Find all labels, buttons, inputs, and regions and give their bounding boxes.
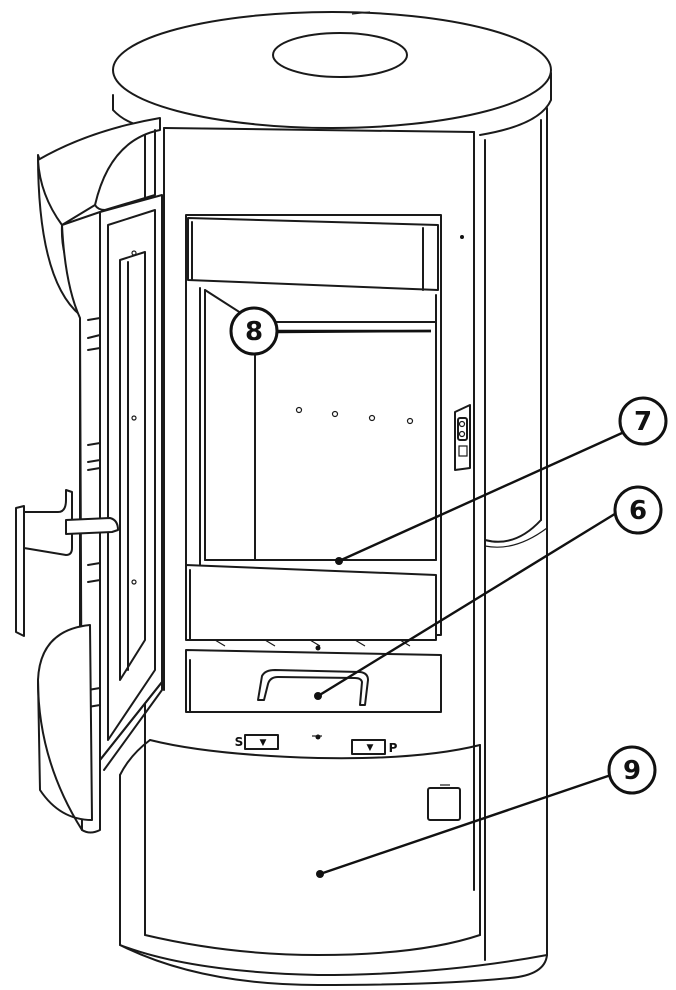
door-handle[interactable] — [15, 505, 25, 637]
flue-outlet — [272, 32, 408, 78]
door-glass-frame — [99, 194, 163, 761]
air-controls: S ▼ P ▼ — [235, 734, 398, 755]
chevron-down-icon: ▼ — [367, 743, 374, 753]
callout-8: 8 — [229, 306, 279, 356]
ash-lip — [185, 564, 437, 641]
storage-compartment — [119, 739, 548, 986]
callout-6: 6 — [613, 485, 663, 535]
stove-body — [112, 11, 552, 979]
baffle-plate — [187, 217, 439, 291]
control-p-label: P — [389, 741, 398, 755]
control-p[interactable] — [351, 739, 386, 755]
open-door — [15, 117, 163, 834]
door-top-shell — [37, 117, 161, 226]
compartment-latch — [427, 787, 461, 821]
leader-6 — [317, 510, 619, 698]
callout-6-label: 6 — [629, 496, 647, 526]
leader-9 — [319, 773, 612, 876]
leader-lines — [269, 329, 623, 878]
ash-drawer — [185, 649, 442, 713]
callout-8-label: 8 — [245, 317, 263, 347]
callout-7-label: 7 — [634, 407, 652, 437]
door-latch — [454, 404, 471, 471]
chevron-down-icon: ▼ — [260, 738, 267, 748]
callout-9-label: 9 — [623, 756, 641, 786]
firebox — [185, 214, 442, 647]
leader-7 — [338, 431, 623, 563]
control-s[interactable] — [244, 734, 279, 750]
control-s-label: S — [235, 735, 244, 749]
callout-7: 7 — [618, 396, 668, 446]
door-bottom-shell — [37, 624, 93, 821]
ash-drawer-handle — [257, 669, 369, 706]
callout-9: 9 — [607, 745, 657, 795]
